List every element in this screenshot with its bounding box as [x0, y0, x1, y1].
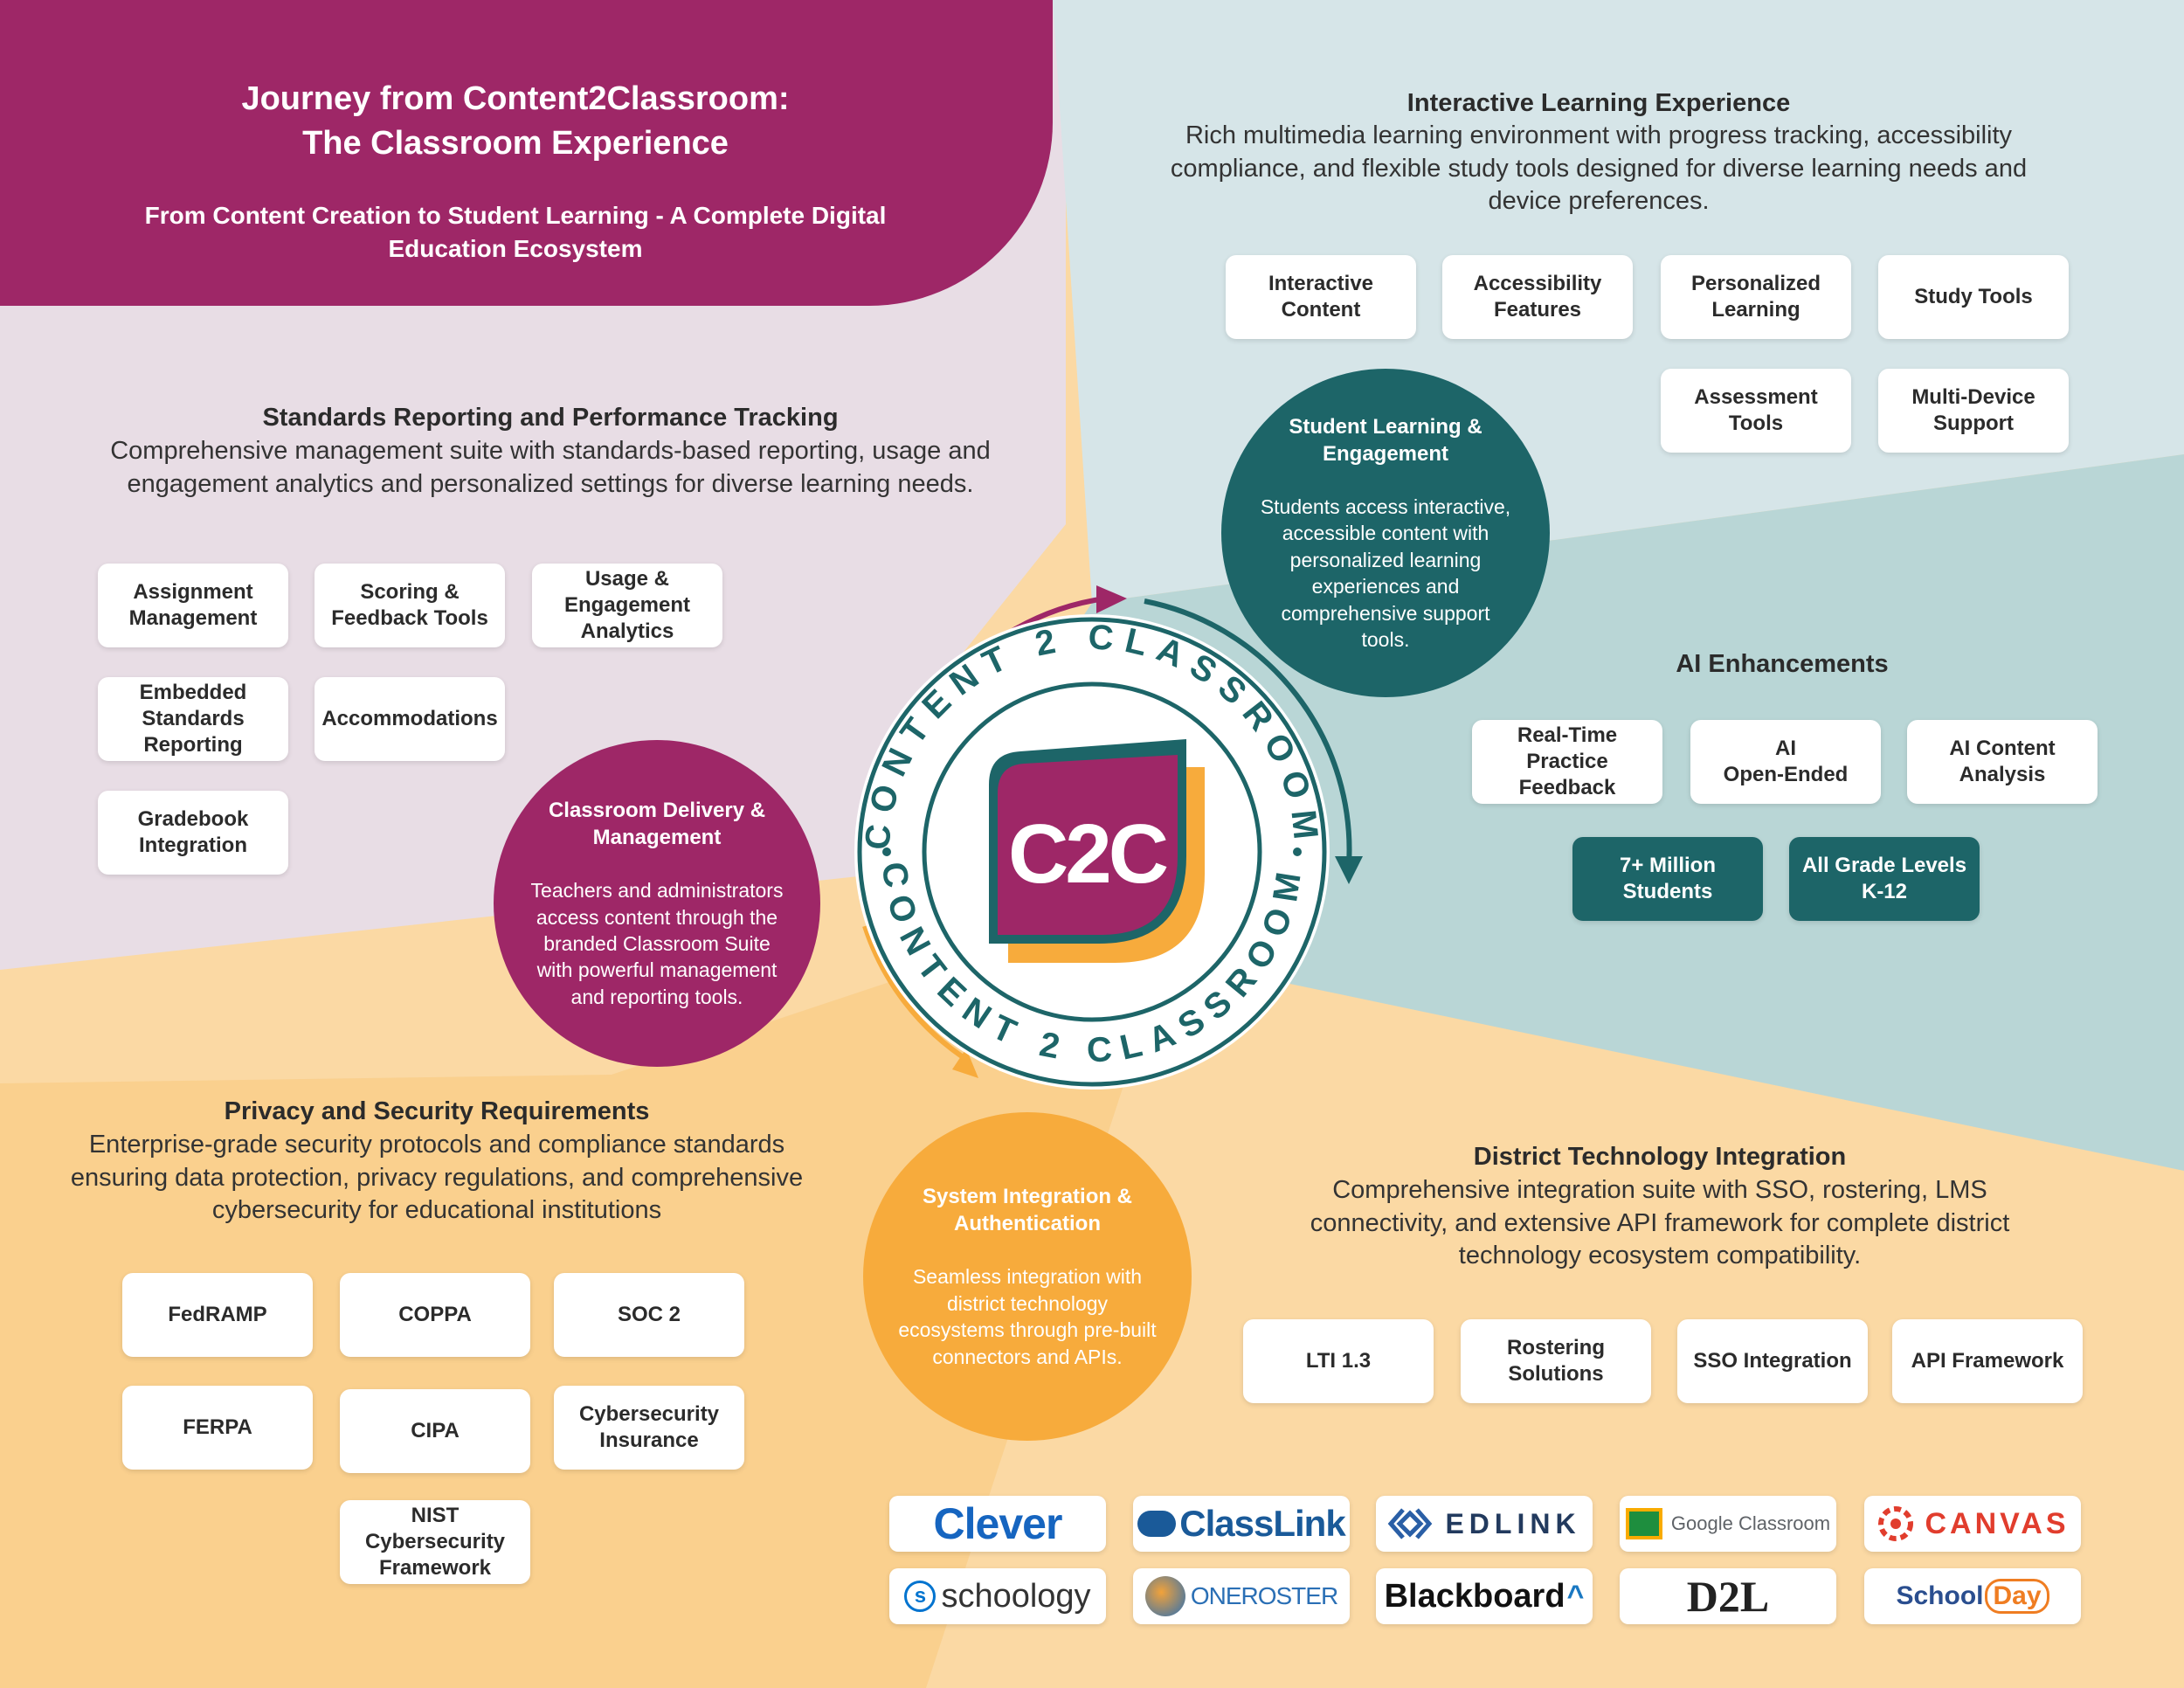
arrowhead-teal	[1335, 856, 1363, 884]
chip-gradebook-integration: Gradebook Integration	[98, 791, 288, 875]
stat-students: 7+ Million Students	[1572, 837, 1763, 921]
standards-title: Standards Reporting and Performance Trac…	[262, 404, 839, 432]
clever-text: Clever	[933, 1499, 1063, 1548]
circle-classroom-desc: Teachers and administrators access conte…	[530, 879, 784, 1008]
chip-fedramp: FedRAMP	[122, 1273, 313, 1357]
chip-nist-framework: NIST Cybersecurity Framework	[340, 1500, 530, 1584]
chip-api-framework: API Framework	[1892, 1319, 2083, 1403]
interactive-desc: Rich multimedia learning environment wit…	[1170, 121, 2028, 216]
chip-personalized-learning: Personalized Learning	[1661, 255, 1851, 339]
logo-d2l: D2L	[1620, 1568, 1836, 1624]
circle-student-desc: Students access interactive, accessible …	[1260, 495, 1511, 651]
d2l-text: D2L	[1686, 1572, 1770, 1621]
logo-edlink: EDLINK	[1376, 1496, 1593, 1552]
header-title: Journey from Content2Classroom: The Clas…	[70, 77, 961, 167]
edlink-text: EDLINK	[1445, 1507, 1581, 1539]
chip-usage-engagement: Usage & Engagement Analytics	[532, 564, 722, 647]
header-title-line1: Journey from Content2Classroom:	[241, 80, 790, 117]
circle-system-desc: Seamless integration with district techn…	[898, 1265, 1157, 1368]
arrowhead-magenta	[1096, 585, 1127, 613]
chip-assignment-management: Assignment Management	[98, 564, 288, 647]
header-subtitle: From Content Creation to Student Learnin…	[144, 202, 887, 262]
oneroster-globe-icon	[1144, 1576, 1185, 1616]
circle-classroom-delivery: Classroom Delivery & Management Teachers…	[494, 740, 820, 1067]
schoology-icon: s	[904, 1581, 936, 1612]
logo-classlink: ClassLink	[1133, 1496, 1350, 1552]
circle-system-integration: System Integration & Authentication Seam…	[863, 1112, 1192, 1441]
classlink-text: ClassLink	[1179, 1503, 1345, 1544]
chip-sso-integration: SSO Integration	[1677, 1319, 1868, 1403]
circle-student-title: Student Learning & Engagement	[1289, 414, 1482, 466]
header-title-line2: The Classroom Experience	[302, 125, 729, 163]
circle-system-title: System Integration & Authentication	[922, 1185, 1133, 1236]
chip-embedded-standards: Embedded Standards Reporting	[98, 677, 288, 761]
chip-study-tools: Study Tools	[1878, 255, 2069, 339]
chip-rostering-solutions: Rostering Solutions	[1461, 1319, 1651, 1403]
chip-coppa: COPPA	[340, 1273, 530, 1357]
google-classroom-text: Google Classroom	[1670, 1512, 1831, 1534]
edlink-icon	[1388, 1508, 1433, 1539]
privacy-title: Privacy and Security Requirements	[224, 1097, 650, 1125]
chip-ferpa: FERPA	[122, 1386, 313, 1470]
logo-text: C2C	[1008, 807, 1167, 901]
standards-desc: Comprehensive management suite with stan…	[110, 437, 991, 498]
logo-google-classroom: Google Classroom	[1620, 1496, 1836, 1552]
stat-grade-levels: All Grade Levels K-12	[1789, 837, 1980, 921]
district-title: District Technology Integration	[1473, 1143, 1847, 1171]
logo-magenta-shape	[998, 755, 1178, 935]
chip-cybersecurity-insurance: Cybersecurity Insurance	[554, 1386, 744, 1470]
arc-orange	[862, 925, 971, 1064]
canvas-icon	[1878, 1506, 1914, 1541]
chip-lti: LTI 1.3	[1243, 1319, 1434, 1403]
chip-accommodations: Accommodations	[314, 677, 505, 761]
schoolday-text-b: Day	[1985, 1579, 2049, 1614]
classlink-cloud-icon	[1137, 1511, 1177, 1537]
chip-accessibility-features: Accessibility Features	[1442, 255, 1633, 339]
oneroster-text: ONEROSTER	[1190, 1582, 1338, 1609]
canvas-text: CANVAS	[1925, 1506, 2070, 1540]
chip-realtime-feedback: Real-Time Practice Feedback	[1472, 720, 1662, 804]
circle-classroom-title: Classroom Delivery & Management	[548, 798, 766, 850]
circle-student-learning: Student Learning & Engagement Students a…	[1221, 369, 1550, 697]
logo-schoolday: School Day	[1864, 1568, 2081, 1624]
chip-soc2: SOC 2	[554, 1273, 744, 1357]
google-classroom-icon	[1625, 1508, 1662, 1539]
chip-assessment-tools: Assessment Tools	[1661, 369, 1851, 453]
chip-ai-content-analysis: AI Content Analysis	[1907, 720, 2098, 804]
district-desc: Comprehensive integration suite with SSO…	[1310, 1176, 2010, 1270]
schoology-text: schoology	[941, 1577, 1091, 1615]
interactive-title: Interactive Learning Experience	[1406, 89, 1791, 117]
chip-multi-device-support: Multi-Device Support	[1878, 369, 2069, 453]
logo-clever: Clever	[889, 1496, 1106, 1552]
schoolday-text-a: School	[1896, 1581, 1984, 1610]
arrowhead-orange	[952, 1048, 978, 1078]
logo-blackboard: Blackboard ^	[1376, 1568, 1593, 1624]
arc-teal	[1144, 598, 1352, 866]
logo-oneroster: ONEROSTER	[1133, 1568, 1350, 1624]
logo-canvas: CANVAS	[1864, 1496, 2081, 1552]
blackboard-text: Blackboard	[1384, 1577, 1565, 1615]
chip-ai-open-ended: AI Open-Ended	[1690, 720, 1881, 804]
chip-scoring-feedback: Scoring & Feedback Tools	[314, 564, 505, 647]
c2c-badge: CONTENT 2 CLASSROOM CONTENT 2 CLASSROOM …	[854, 585, 1363, 1090]
chip-interactive-content: Interactive Content	[1226, 255, 1416, 339]
logo-schoology: s schoology	[889, 1568, 1106, 1624]
blackboard-caret-icon: ^	[1566, 1579, 1585, 1613]
privacy-desc: Enterprise-grade security protocols and …	[70, 1131, 804, 1225]
chip-cipa: CIPA	[340, 1389, 530, 1473]
ai-title: AI Enhancements	[1676, 650, 1889, 678]
